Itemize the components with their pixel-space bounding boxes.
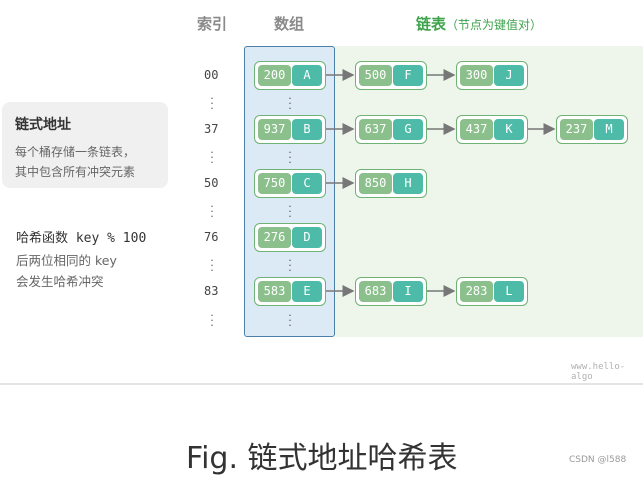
chain-node: 237 M [556, 115, 628, 144]
node-value: D [292, 227, 322, 248]
bucket-node: 583 E [254, 277, 326, 306]
node-key: 937 [258, 119, 291, 140]
node-key: 500 [359, 65, 392, 86]
ellipsis-icon: ··· [210, 200, 214, 223]
node-key: 683 [359, 281, 392, 302]
node-key: 283 [460, 281, 493, 302]
node-value: I [393, 281, 423, 302]
ellipsis-icon: ··· [288, 92, 292, 115]
hash-function-title: 哈希函数 key % 100 [16, 231, 147, 246]
node-value: C [292, 173, 322, 194]
index-label: 76 [204, 230, 219, 244]
node-value: F [393, 65, 423, 86]
index-label: 37 [204, 122, 219, 136]
node-key: 583 [258, 281, 291, 302]
node-value: K [494, 119, 524, 140]
node-value: A [292, 65, 322, 86]
node-key: 237 [560, 119, 593, 140]
divider-line [0, 383, 643, 385]
index-label: 50 [204, 176, 219, 190]
node-value: L [494, 281, 524, 302]
node-key: 300 [460, 65, 493, 86]
ellipsis-icon: ··· [288, 254, 292, 277]
node-value: G [393, 119, 423, 140]
ellipsis-icon: ··· [210, 309, 214, 332]
chain-node: 500 F [355, 61, 427, 90]
hash-note-line: 会发生哈希冲突 [16, 274, 104, 289]
node-key: 750 [258, 173, 291, 194]
ellipsis-icon: ··· [210, 146, 214, 169]
ellipsis-icon: ··· [288, 200, 292, 223]
credit-label: CSDN @l588 [569, 455, 627, 465]
node-key: 276 [258, 227, 291, 248]
card-title: 链式地址 [15, 117, 71, 133]
index-label: 00 [204, 68, 219, 82]
chain-node: 283 L [456, 277, 528, 306]
node-key: 637 [359, 119, 392, 140]
ellipsis-icon: ··· [288, 146, 292, 169]
chain-subtitle: （节点为键值对） [446, 18, 543, 32]
hash-note-line: 后两位相同的 key [16, 253, 117, 268]
node-value: J [494, 65, 524, 86]
chain-node: 850 H [355, 169, 427, 198]
node-key: 850 [359, 173, 392, 194]
node-value: H [393, 173, 423, 194]
node-value: E [292, 281, 322, 302]
chain-header: 链表（节点为键值对） [416, 13, 542, 34]
chain-title: 链表 [416, 15, 447, 33]
bucket-node: 276 D [254, 223, 326, 252]
bucket-node: 200 A [254, 61, 326, 90]
chain-node: 300 J [456, 61, 528, 90]
index-label: 83 [204, 284, 219, 298]
chain-node: 683 I [355, 277, 427, 306]
bucket-node: 750 C [254, 169, 326, 198]
bucket-node: 937 B [254, 115, 326, 144]
ellipsis-icon: ··· [288, 309, 292, 332]
node-key: 437 [460, 119, 493, 140]
ellipsis-icon: ··· [210, 254, 214, 277]
chain-node: 437 K [456, 115, 528, 144]
chain-node: 637 G [355, 115, 427, 144]
figure-caption: Fig. 链式地址哈希表 [186, 441, 458, 476]
card-line: 每个桶存储一条链表， [15, 145, 136, 159]
watermark: www.hello-algo [571, 362, 626, 382]
node-key: 200 [258, 65, 291, 86]
index-header: 索引 [197, 15, 228, 33]
node-value: M [594, 119, 624, 140]
node-value: B [292, 119, 322, 140]
card-line: 其中包含所有冲突元素 [15, 165, 136, 179]
array-header: 数组 [274, 15, 305, 33]
ellipsis-icon: ··· [210, 92, 214, 115]
info-card: 链式地址 每个桶存储一条链表， 其中包含所有冲突元素 [2, 102, 168, 188]
